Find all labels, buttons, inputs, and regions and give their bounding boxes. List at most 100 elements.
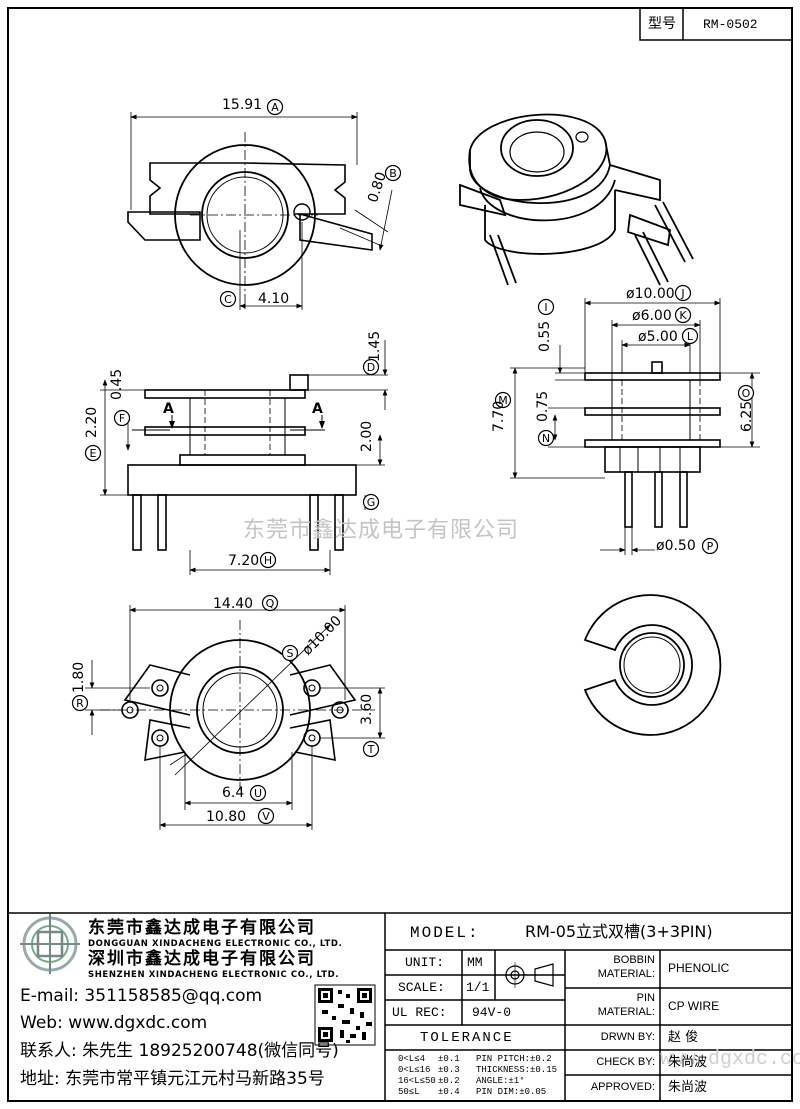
tolerance-cell: ANGLE:±1°	[476, 1076, 525, 1086]
ring-view	[583, 594, 722, 736]
dim-K-value: ø6.00	[632, 308, 672, 324]
dim-letter: V	[262, 810, 270, 823]
dim-letter-circle	[84, 444, 102, 462]
bottom-view	[85, 605, 385, 830]
ulrec-label: UL REC:	[392, 1005, 447, 1020]
dim-letter-circle	[384, 164, 402, 182]
top-view	[127, 112, 393, 310]
tolerance-cell: ±0.1	[438, 1054, 460, 1064]
drwn-value: 赵 俊	[668, 1030, 699, 1045]
company-name-en-1: DONGGUAN XINDACHENG ELECTRONIC CO., LTD.	[88, 939, 343, 949]
title-block-frame	[8, 912, 792, 1101]
drawing-border	[7, 7, 793, 1102]
dim-letter: O	[742, 387, 751, 400]
dim-letter: M	[498, 394, 508, 407]
isometric-view	[459, 113, 694, 286]
company-name-en-2: SHENZHEN XINDACHENG ELECTRONIC CO., LTD.	[88, 970, 340, 980]
dim-N-value: 0.75	[535, 390, 551, 422]
ulrec-value: 94V-0	[472, 1005, 512, 1020]
dim-letter-circle	[219, 290, 237, 308]
dim-letter-circle	[701, 537, 719, 555]
header-model-value: RM-0502	[703, 17, 758, 32]
check-label: CHECK BY:	[596, 1056, 655, 1068]
section-mark-right: A	[312, 401, 323, 417]
dim-letter-circle	[249, 784, 267, 802]
dim-T-value: 3.60	[359, 693, 375, 725]
dim-letter: R	[76, 697, 84, 710]
tolerance-label: TOLERANCE	[420, 1030, 514, 1046]
approved-label: APPROVED:	[590, 1081, 655, 1093]
qr-code	[314, 984, 376, 1046]
watermark-text: 东莞市鑫达成电子有限公司	[243, 518, 520, 543]
unit-value: MM	[467, 955, 483, 970]
company-contact: 联系人: 朱先生 18925200748(微信同号)	[20, 1041, 339, 1061]
bobbin-label-2: MATERIAL:	[597, 968, 655, 980]
dim-O-value: 6.25	[739, 400, 755, 432]
dim-letter-circle	[71, 694, 89, 712]
dim-L-value: ø5.00	[638, 329, 678, 345]
dim-letter: D	[367, 361, 375, 374]
dim-letter: F	[119, 412, 125, 425]
scale-label: SCALE:	[398, 980, 445, 995]
model-value: RM-05立式双槽(3+3PIN)	[525, 922, 713, 941]
tolerance-cell: ±0.3	[438, 1065, 460, 1075]
approved-value: 朱尚波	[668, 1080, 708, 1095]
pin-label-2: MATERIAL:	[597, 1006, 655, 1018]
tolerance-cell: THICKNESS:±0.15	[476, 1065, 558, 1075]
dim-letter: I	[544, 301, 547, 314]
side-view	[100, 340, 388, 575]
front-view	[510, 298, 760, 555]
tolerance-cell: ±0.4	[438, 1087, 460, 1097]
dim-letter-circle	[281, 644, 299, 662]
dim-letter-circle	[537, 298, 555, 316]
dim-I-value: 0.55	[537, 320, 553, 352]
dim-letter-circle	[681, 327, 699, 345]
drwn-label: DRWN BY:	[600, 1031, 655, 1043]
dim-letter-circle	[261, 594, 279, 612]
header-model-label: 型号	[648, 16, 676, 32]
pin-value: CP WIRE	[668, 999, 720, 1013]
dim-H-value: 7.20	[228, 553, 260, 569]
scale-value: 1/1	[466, 980, 490, 995]
dim-letter-circle	[494, 391, 512, 409]
dim-R-value: 1.80	[71, 661, 87, 693]
dim-letter-circle	[674, 306, 692, 324]
header-model-box	[639, 7, 793, 41]
dim-letter: K	[679, 309, 687, 322]
company-logo	[20, 914, 80, 974]
dim-letter: U	[254, 787, 262, 800]
dim-letter: G	[367, 496, 376, 509]
tolerance-cell: 0<L≤16	[398, 1065, 431, 1075]
tolerance-cell: PIN DIM:±0.05	[476, 1087, 547, 1097]
unit-label: UNIT:	[405, 955, 445, 970]
dim-letter-circle	[674, 284, 692, 302]
dim-A-value: 15.91	[222, 97, 263, 113]
tolerance-cell: 0<L≤4	[398, 1054, 426, 1064]
watermark-url: www.dgxdc.com	[660, 1048, 800, 1071]
dim-letter-circle	[266, 98, 284, 116]
dim-letter: H	[264, 554, 272, 567]
dim-letter-circle	[259, 551, 277, 569]
dim-Q-value: 14.40	[213, 596, 254, 612]
dim-letter: B	[389, 167, 397, 180]
dim-letter: L	[687, 330, 694, 343]
projection-symbol	[502, 962, 554, 988]
dim-letter-circle	[737, 384, 755, 402]
dim-U-value: 6.4	[222, 785, 245, 801]
dim-letter-circle	[362, 740, 380, 758]
dim-letter: J	[680, 287, 684, 300]
company-name-cn-2: 深圳市鑫达成电子有限公司	[88, 949, 316, 969]
dim-letter: T	[367, 743, 375, 756]
company-address: 地址: 东莞市常平镇元江元村马新路35号	[20, 1069, 325, 1089]
dim-M-value: 7.70	[491, 400, 507, 432]
dim-letter: Q	[266, 597, 275, 610]
dim-letter: A	[271, 101, 279, 114]
dim-V-value: 10.80	[206, 809, 247, 825]
dim-D-value: 1.45	[367, 330, 383, 362]
section-mark-left: A	[163, 401, 174, 417]
pin-label-1: PIN	[636, 992, 655, 1004]
tolerance-cell: PIN PITCH:±0.2	[476, 1054, 552, 1064]
tolerance-cell: 50≤L	[398, 1087, 420, 1097]
dim-letter-circle	[257, 807, 275, 825]
